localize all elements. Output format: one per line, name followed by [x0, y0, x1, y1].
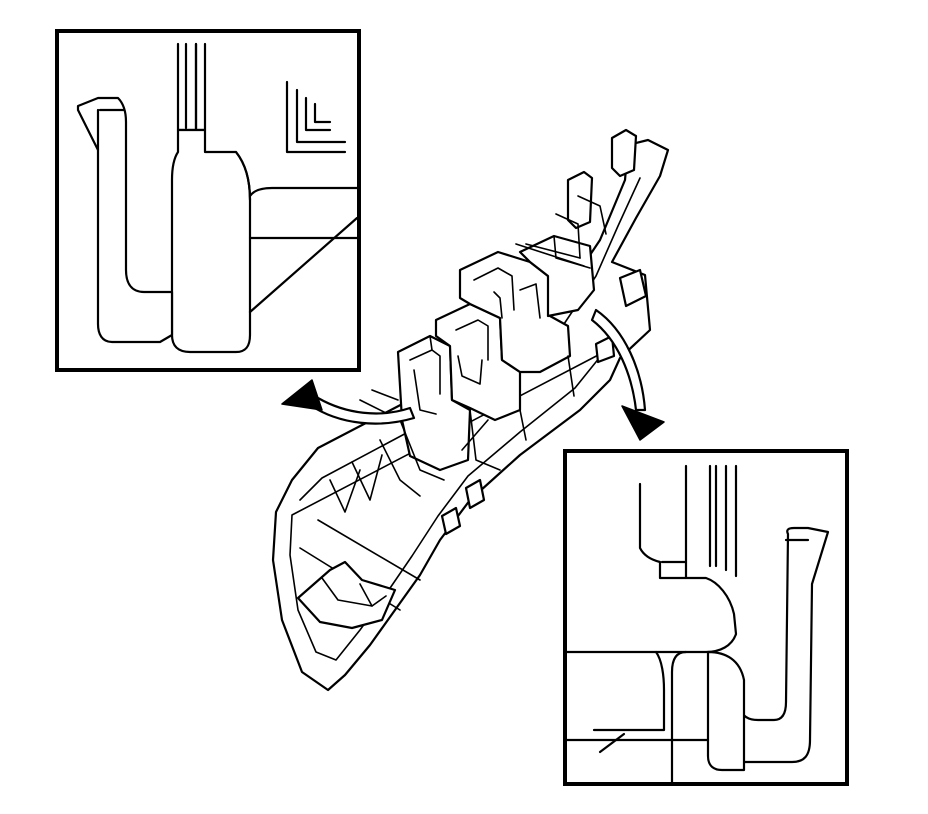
switch-cavity-top — [518, 234, 596, 318]
arrow-right — [590, 308, 665, 441]
side-tab-right — [618, 268, 648, 308]
detail-view-right — [563, 449, 849, 786]
switch-cavity-lower — [396, 334, 472, 472]
switch-bezel-housing — [271, 128, 670, 692]
arrow-left — [281, 379, 416, 425]
detail-view-left — [55, 29, 361, 372]
end-post-top — [610, 128, 638, 178]
